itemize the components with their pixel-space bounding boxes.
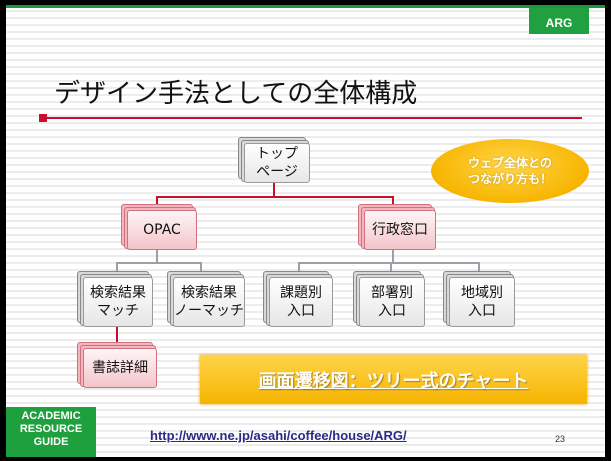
node-opac: OPAC (121, 204, 197, 250)
node-top-page-label: トップ ページ (244, 143, 310, 183)
node-bibliographic-detail-label: 書誌詳細 (83, 348, 157, 388)
node-by-subject: 課題別 入口 (263, 271, 333, 327)
connector (390, 262, 392, 273)
connector (392, 196, 394, 206)
node-search-nomatch: 検索結果 ノーマッチ (167, 271, 245, 327)
node-by-department-label: 部署別 入口 (359, 277, 425, 327)
node-by-region: 地域別 入口 (443, 271, 515, 327)
connector (156, 196, 394, 198)
node-opac-label: OPAC (127, 210, 197, 250)
connector (298, 262, 300, 273)
caption-text: 画面遷移図：ツリー式のチャート (258, 370, 529, 392)
node-by-subject-label: 課題別 入口 (269, 277, 333, 327)
node-search-match-label: 検索結果 マッチ (83, 277, 153, 327)
title-underline (39, 114, 582, 122)
connector (298, 262, 480, 264)
top-bar (6, 5, 605, 8)
connector (478, 262, 480, 273)
footer-url[interactable]: http://www.ne.jp/asahi/coffee/house/ARG/ (150, 428, 407, 443)
connector (273, 183, 275, 197)
connector (392, 250, 394, 263)
connector (200, 262, 202, 273)
callout-bubble: ウェブ全体との つながり方も！ (431, 139, 589, 203)
connector (116, 327, 118, 344)
node-by-department: 部署別 入口 (353, 271, 425, 327)
slide: ARG デザイン手法としての全体構成 トップ ページ OPAC 行政窓口 検索結… (6, 5, 605, 457)
connector (116, 262, 202, 264)
connector (156, 250, 158, 263)
caption-banner: 画面遷移図：ツリー式のチャート (200, 355, 587, 404)
node-search-match: 検索結果 マッチ (77, 271, 153, 327)
slide-title: デザイン手法としての全体構成 (54, 79, 418, 109)
connector (116, 262, 118, 273)
node-search-nomatch-label: 検索結果 ノーマッチ (173, 277, 245, 327)
connector (156, 196, 158, 206)
brand-logo: ACADEMIC RESOURCE GUIDE (6, 407, 96, 457)
page-number: 23 (555, 434, 566, 444)
node-bibliographic-detail: 書誌詳細 (77, 342, 157, 388)
corner-tag: ARG (529, 8, 589, 34)
node-admin-window-label: 行政窓口 (364, 210, 436, 250)
node-top-page: トップ ページ (238, 137, 310, 183)
node-by-region-label: 地域別 入口 (449, 277, 515, 327)
node-admin-window: 行政窓口 (358, 204, 436, 250)
